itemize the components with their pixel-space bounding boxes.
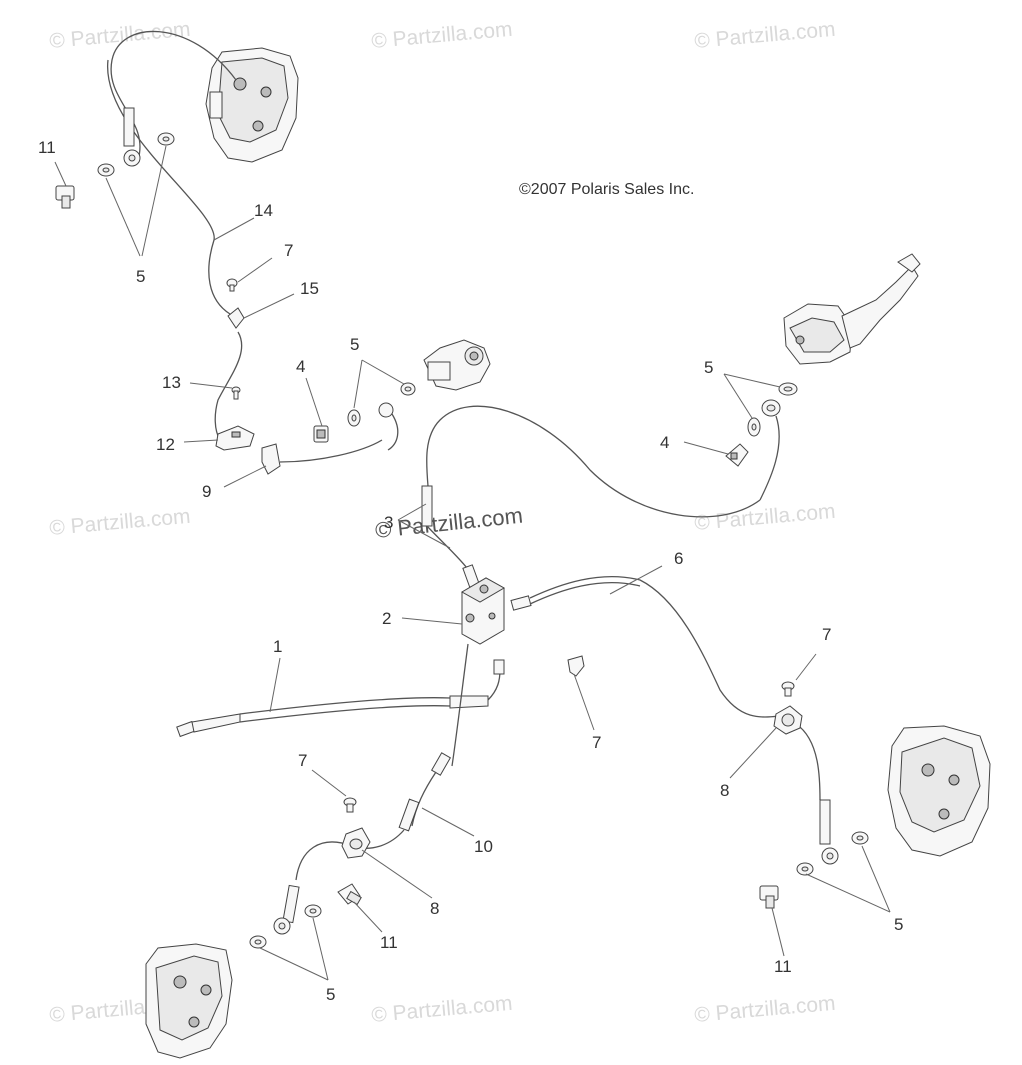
callout-4-left: 4 [296,357,305,376]
banjo-bottom-right [819,799,839,865]
washer-5-right-b [747,417,761,437]
watermark-top-right: © Partzilla.com [693,18,836,53]
callout-7-top: 7 [284,241,293,260]
callout-2: 2 [382,609,391,628]
screw-7-left [343,797,357,813]
watermark-bottom-center: © Partzilla.com [370,992,513,1027]
leader-lines [54,145,891,981]
callout-7-center: 7 [592,733,601,752]
hose-1 [176,659,505,738]
watermark-mid-right: © Partzilla.com [693,500,836,535]
callout-7-left: 7 [298,751,307,770]
callout-3: 3 [384,513,393,532]
copyright-text: ©2007 Polaris Sales Inc. [519,181,694,198]
bracket-12 [215,425,255,451]
callout-11-left: 11 [380,933,398,952]
bolt-4-right [725,443,749,467]
screw-13 [231,386,241,400]
callout-5-mid: 5 [350,335,359,354]
callout-5-top: 5 [136,267,145,286]
banjo-fitting-top [123,107,141,167]
watermark-top-center: © Partzilla.com [370,18,513,53]
callout-14: 14 [254,201,273,220]
banjo-mid [378,402,399,451]
callout-5-bottom-right: 5 [894,915,903,934]
watermark-center-strong: © Partzilla.com [374,503,524,543]
callout-12: 12 [156,435,175,454]
callout-8-right: 8 [720,781,729,800]
hose-10 [295,643,469,881]
screw-7-right [781,681,795,697]
master-cylinder-left [423,339,491,391]
washer-5-right-a [778,382,798,396]
washers-top [97,132,175,177]
banjo-bottom-left [273,884,300,935]
callout-11-right: 11 [774,957,792,976]
screw-7-top [226,278,238,292]
clamp-8-right [773,705,803,735]
callout-10: 10 [474,837,493,856]
clip-15 [227,307,245,329]
hose-3 [426,405,761,518]
watermark-top-left: © Partzilla.com [48,18,191,53]
washers-bottom-right [796,831,869,876]
hose-3-end [421,485,480,588]
bolt-top-left [55,185,75,209]
caliper-bottom-right [887,725,991,857]
callout-7-right: 7 [822,625,831,644]
caliper-top-left [205,47,299,163]
watermark-mid-left: © Partzilla.com [48,505,191,540]
callouts: 11 5 14 7 15 13 12 9 4 5 5 4 3 6 2 1 7 7… [38,138,903,1004]
master-cylinder-right [783,253,921,365]
hose-14 [110,30,237,161]
callout-1: 1 [273,637,282,656]
screw-7-center [567,655,585,677]
washer-5-mid-a [400,382,416,396]
bolt-bottom-right [759,885,779,909]
callout-15: 15 [300,279,319,298]
bolt-bottom-left [337,883,362,906]
callout-5-right: 5 [704,358,713,377]
bolt-4-left [313,425,329,443]
watermarks: © Partzilla.com © Partzilla.com © Partzi… [48,18,836,1027]
callout-9: 9 [202,482,211,501]
watermark-bottom-right: © Partzilla.com [693,992,836,1027]
callout-6: 6 [674,549,683,568]
banjo-right [759,399,781,501]
callout-8-left: 8 [430,899,439,918]
hose-6 [510,576,821,801]
junction-block-2 [460,577,506,645]
switch-9 [261,443,281,475]
callout-13: 13 [162,373,181,392]
callout-4-right: 4 [660,433,669,452]
caliper-bottom-left [145,943,233,1059]
callout-11-top: 11 [38,138,56,157]
callout-5-bottom-left: 5 [326,985,335,1004]
washer-5-mid-b [347,409,361,427]
washers-bottom-left [249,904,322,949]
clamp-8-left [341,827,371,859]
